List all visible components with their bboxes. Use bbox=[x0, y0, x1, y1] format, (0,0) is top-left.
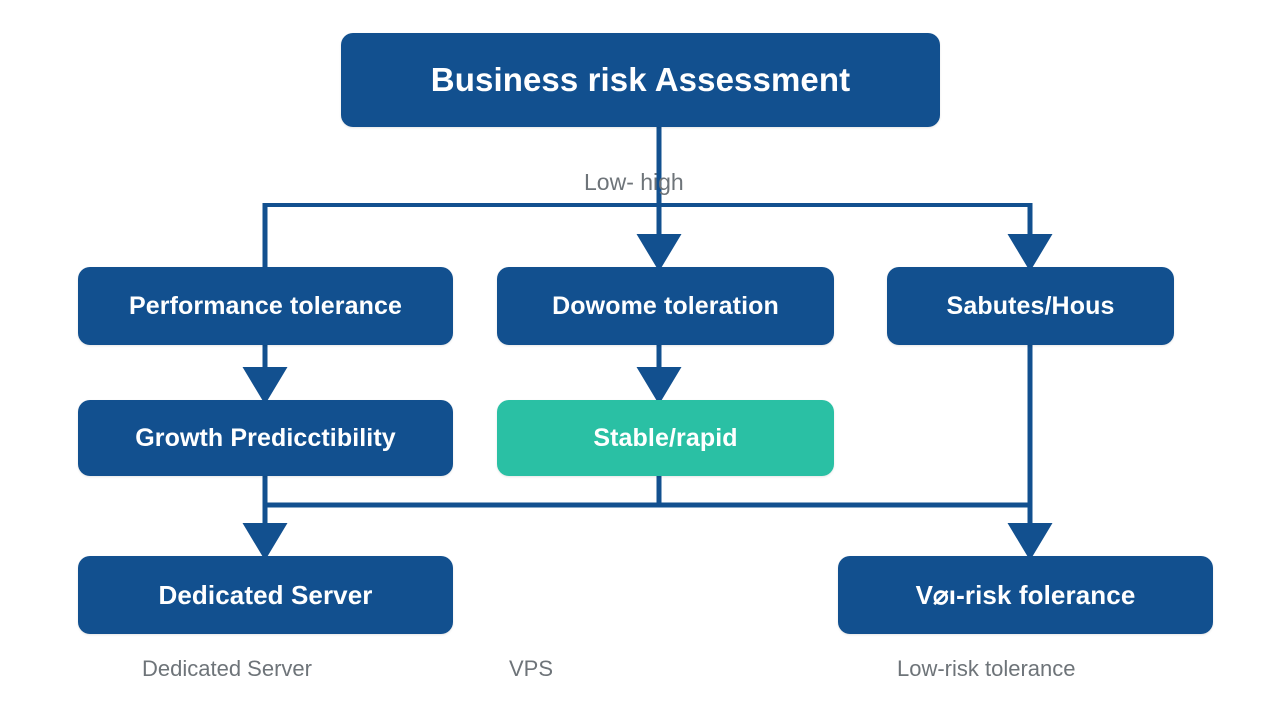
caption-vps: VPS bbox=[509, 656, 554, 681]
node-branch-left-label: Performance tolerance bbox=[128, 291, 403, 320]
node-outcome-right[interactable]: V⌀ı-risk folerance bbox=[838, 556, 1213, 634]
node-sub-left-label: Growth Predicctibility bbox=[135, 423, 396, 452]
node-outcome-left-label: Dedicated Server bbox=[158, 579, 373, 610]
node-outcome-left[interactable]: Dedicated Server bbox=[78, 556, 453, 634]
node-branch-right-label: Sabutes/Hous bbox=[946, 291, 1115, 320]
node-sub-center[interactable]: Stable/rapid bbox=[497, 400, 834, 476]
node-branch-left[interactable]: Performance tolerance bbox=[78, 267, 453, 345]
node-root[interactable]: Business risk Assessment bbox=[341, 33, 940, 127]
caption-low-risk-tolerance: Low-risk tolerance bbox=[897, 656, 1076, 681]
caption-dedicated-server: Dedicated Server bbox=[142, 656, 312, 681]
node-sub-left[interactable]: Growth Predicctibility bbox=[78, 400, 453, 476]
node-branch-right[interactable]: Sabutes/Hous bbox=[887, 267, 1174, 345]
node-branch-center[interactable]: Dowome toleration bbox=[497, 267, 834, 345]
node-root-label: Business risk Assessment bbox=[430, 61, 851, 98]
node-outcome-right-label: V⌀ı-risk folerance bbox=[915, 579, 1136, 610]
node-branch-center-label: Dowome toleration bbox=[552, 291, 779, 320]
node-sub-center-label: Stable/rapid bbox=[593, 423, 738, 452]
edge-label-root-split: Low- high bbox=[584, 169, 684, 195]
